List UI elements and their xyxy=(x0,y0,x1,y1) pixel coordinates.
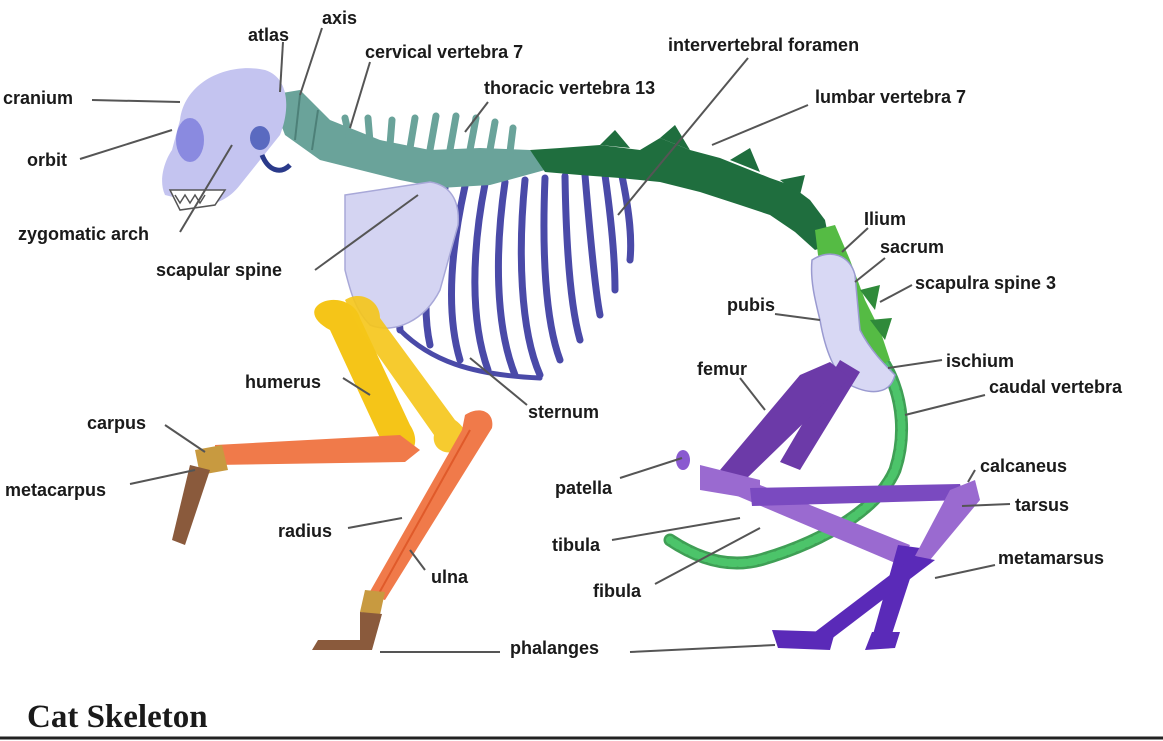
label-patella: patella xyxy=(555,478,613,498)
label-metacarpus: metacarpus xyxy=(5,480,106,500)
label-phalanges: phalanges xyxy=(510,638,599,658)
label-carpus: carpus xyxy=(87,413,146,433)
pelvis xyxy=(810,253,896,393)
label-sternum: sternum xyxy=(528,402,599,422)
label-ulna: ulna xyxy=(431,567,469,587)
label-thoracic-vertebra: thoracic vertebra 13 xyxy=(484,78,655,98)
cervical-thoracic-vertebrae xyxy=(270,90,545,188)
front-paws xyxy=(172,445,385,650)
label-humerus: humerus xyxy=(245,372,321,392)
label-scapular-spine: scapular spine xyxy=(156,260,282,280)
label-atlas: atlas xyxy=(248,25,289,45)
label-sacrum: sacrum xyxy=(880,237,944,257)
lumbar-vertebrae xyxy=(530,125,830,250)
label-caudal-vertebra: caudal vertebra xyxy=(989,377,1123,397)
labels: cranium orbit zygomatic arch atlas axis … xyxy=(3,8,1123,658)
humerus-bone xyxy=(314,296,467,458)
label-tarsus: tarsus xyxy=(1015,495,1069,515)
label-ilium: Ilium xyxy=(864,209,906,229)
patella-bone xyxy=(676,450,690,470)
label-cranium: cranium xyxy=(3,88,73,108)
label-orbit: orbit xyxy=(27,150,67,170)
hind-leg-near xyxy=(700,362,980,650)
label-zygomatic-arch: zygomatic arch xyxy=(18,224,149,244)
label-metamarsus: metamarsus xyxy=(998,548,1104,568)
label-femur: femur xyxy=(697,359,747,379)
skull xyxy=(162,68,292,211)
label-tibula: tibula xyxy=(552,535,601,555)
label-scapulra-spine-3: scapulra spine 3 xyxy=(915,273,1056,293)
label-calcaneus: calcaneus xyxy=(980,456,1067,476)
forearm-bones xyxy=(215,410,493,600)
label-radius: radius xyxy=(278,521,332,541)
label-ischium: ischium xyxy=(946,351,1014,371)
label-lumbar-vertebra: lumbar vertebra 7 xyxy=(815,87,966,107)
label-pubis: pubis xyxy=(727,295,775,315)
diagram-title: Cat Skeleton xyxy=(27,699,208,735)
label-axis: axis xyxy=(322,8,357,28)
label-fibula: fibula xyxy=(593,581,642,601)
label-cervical-vertebra: cervical vertebra 7 xyxy=(365,42,523,62)
ribcage xyxy=(395,171,635,381)
label-intervertebral-foramen: intervertebral foramen xyxy=(668,35,859,55)
tail-bones xyxy=(663,358,908,570)
leader-lines xyxy=(79,27,1011,653)
